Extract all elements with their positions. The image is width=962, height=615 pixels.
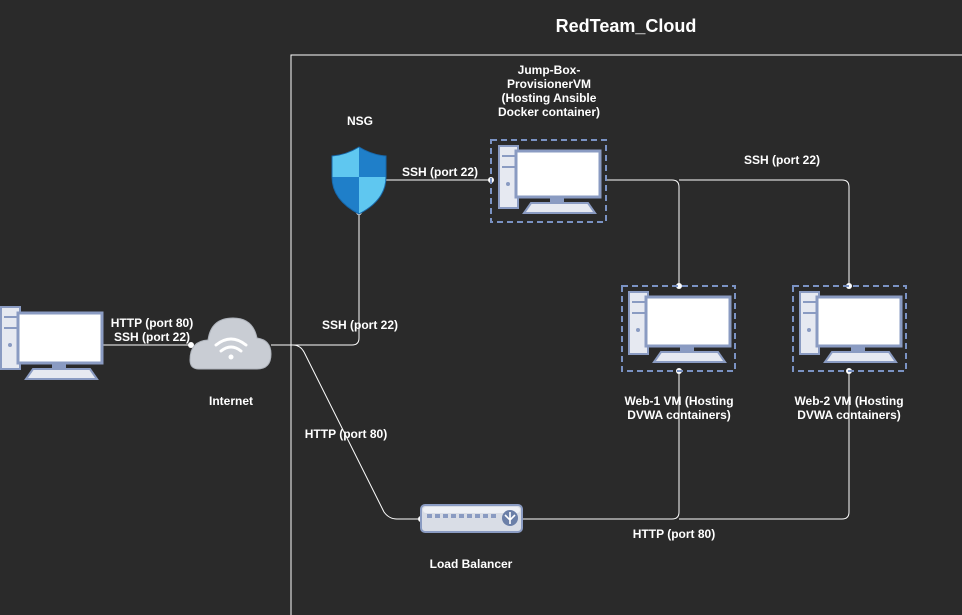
connectors xyxy=(101,179,850,520)
connection-points xyxy=(188,177,852,522)
web2-computer-icon xyxy=(792,285,907,372)
edge-label-client-internet: HTTP (port 80) SSH (port 22) xyxy=(110,316,194,344)
edge-jumpbox-web2 xyxy=(679,179,850,286)
edge-label-lb-web: HTTP (port 80) xyxy=(632,527,716,541)
shield-icon xyxy=(331,146,387,215)
edge-jumpbox-web1 xyxy=(606,179,680,286)
jumpbox-label: Jump-Box- ProvisionerVM (Hosting Ansible… xyxy=(497,63,601,119)
edge-label-internet-lb: HTTP (port 80) xyxy=(304,427,388,441)
nsg-label: NSG xyxy=(346,114,373,128)
load-balancer-label: Load Balancer xyxy=(429,557,513,571)
edge-label-jumpbox-web2: SSH (port 22) xyxy=(743,153,820,167)
cloud-boundary xyxy=(290,54,962,615)
load-balancer-icon xyxy=(420,504,523,533)
web1-label: Web-1 VM (Hosting DVWA containers) xyxy=(624,394,734,422)
edge-internet-lb xyxy=(271,344,421,520)
client-computer-icon xyxy=(0,306,104,380)
edge-internet-nsg xyxy=(271,212,360,346)
edge-label-nsg-jumpbox: SSH (port 22) xyxy=(401,165,478,179)
internet-label: Internet xyxy=(208,394,253,408)
diagram-title: RedTeam_Cloud xyxy=(555,16,697,36)
jumpbox-computer-icon xyxy=(490,139,607,223)
web2-label: Web-2 VM (Hosting DVWA containers) xyxy=(794,394,904,422)
edge-lb-web2 xyxy=(679,371,850,520)
edge-lb-web1 xyxy=(522,371,680,520)
web1-computer-icon xyxy=(621,285,736,372)
edge-label-internet-nsg: SSH (port 22) xyxy=(321,318,398,332)
internet-cloud-icon xyxy=(189,317,272,370)
